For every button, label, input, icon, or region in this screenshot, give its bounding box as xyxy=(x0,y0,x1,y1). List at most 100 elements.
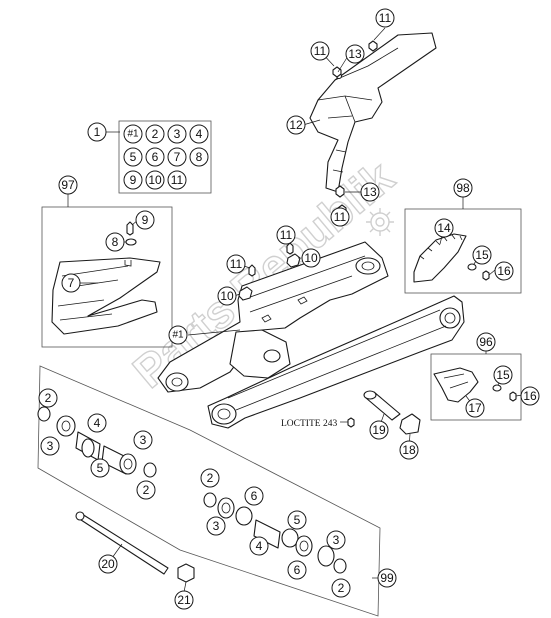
svg-text:8: 8 xyxy=(196,150,203,164)
svg-text:6: 6 xyxy=(294,563,301,577)
svg-text:11: 11 xyxy=(314,44,327,58)
svg-text:2: 2 xyxy=(143,483,150,497)
callout-16-top: 16 xyxy=(494,261,514,281)
svg-text:2: 2 xyxy=(207,471,214,485)
svg-text:17: 17 xyxy=(468,401,482,415)
svg-text:2: 2 xyxy=(338,581,345,595)
clip-10-mid xyxy=(286,253,301,268)
callout-18: 18 xyxy=(399,440,419,460)
callout-14: 14 xyxy=(434,218,454,238)
cap-18 xyxy=(399,413,421,435)
legend-11: 11 xyxy=(167,170,187,190)
pivot-pin xyxy=(363,390,401,421)
callout-3-right-b: 3 xyxy=(326,530,346,550)
sprocket-guard xyxy=(413,233,467,283)
svg-text:98: 98 xyxy=(456,181,470,195)
callout-1: 1 xyxy=(87,122,107,142)
svg-text:11: 11 xyxy=(230,257,243,271)
svg-text:21: 21 xyxy=(177,593,191,607)
callout-16-bottom: 16 xyxy=(520,386,540,406)
legend-10: 10 xyxy=(145,170,165,190)
loctite-note: LOCTITE 243 xyxy=(281,419,337,429)
callout-2-left-a: 2 xyxy=(38,388,58,408)
callout-12: 12 xyxy=(286,115,306,135)
svg-text:10: 10 xyxy=(304,251,318,265)
bearing-stack-right xyxy=(203,492,347,574)
svg-text:7: 7 xyxy=(174,150,181,164)
svg-text:9: 9 xyxy=(142,213,149,227)
callout-3-left-b: 3 xyxy=(133,430,153,450)
screw-11-left xyxy=(332,66,342,78)
callout-2-right-a: 2 xyxy=(200,468,220,488)
callout-20: 20 xyxy=(98,554,118,574)
svg-text:20: 20 xyxy=(101,557,115,571)
callout-97: 97 xyxy=(58,175,78,195)
svg-text:15: 15 xyxy=(496,368,510,382)
clip-10-left xyxy=(238,286,253,301)
callout-4-right: 4 xyxy=(249,536,269,556)
svg-text:4: 4 xyxy=(196,127,203,141)
kit-legend-box xyxy=(118,120,212,194)
washer-15-top xyxy=(467,263,477,271)
callout-15-top: 15 xyxy=(472,245,492,265)
callout-11-mid: 11 xyxy=(276,225,296,245)
svg-text:11: 11 xyxy=(379,11,392,25)
svg-text:99: 99 xyxy=(380,571,394,585)
bearing-stack-left xyxy=(37,406,157,478)
callout-11-left2: 11 xyxy=(226,254,246,274)
legend-#1: #1 xyxy=(123,124,143,144)
svg-text:11: 11 xyxy=(280,228,293,242)
callout-11-top: 11 xyxy=(375,8,395,28)
svg-text:97: 97 xyxy=(61,178,75,192)
callout-10-left: 10 xyxy=(217,286,237,306)
screw-16-bottom xyxy=(509,391,517,402)
callout-6-right-a: 6 xyxy=(244,486,264,506)
svg-text:11: 11 xyxy=(334,210,347,224)
callout-5-left: 5 xyxy=(90,458,110,478)
callout-21: 21 xyxy=(174,590,194,610)
svg-text:10: 10 xyxy=(220,289,234,303)
callout-98: 98 xyxy=(453,178,473,198)
callout-2-left-b: 2 xyxy=(136,480,156,500)
svg-text:15: 15 xyxy=(475,248,489,262)
svg-text:4: 4 xyxy=(256,539,263,553)
swingarm xyxy=(157,241,465,429)
screw-9 xyxy=(126,221,134,236)
svg-text:#1: #1 xyxy=(172,330,184,341)
callout-#1-swingarm: #1 xyxy=(168,325,188,345)
callout-9: 9 xyxy=(135,210,155,230)
svg-text:1: 1 xyxy=(94,125,101,139)
legend-2: 2 xyxy=(145,124,165,144)
legend-9: 9 xyxy=(123,170,143,190)
svg-text:96: 96 xyxy=(479,335,493,349)
svg-text:13: 13 xyxy=(348,47,362,61)
svg-text:5: 5 xyxy=(97,461,104,475)
nut-13-bottom xyxy=(335,185,345,198)
callout-2-right-b: 2 xyxy=(331,578,351,598)
screw-11-left2 xyxy=(248,264,256,277)
legend-7: 7 xyxy=(167,147,187,167)
callout-15-bottom: 15 xyxy=(493,365,513,385)
kit-96-box xyxy=(430,353,522,421)
svg-text:6: 6 xyxy=(251,489,258,503)
svg-text:3: 3 xyxy=(213,519,220,533)
legend-3: 3 xyxy=(167,124,187,144)
svg-text:4: 4 xyxy=(94,416,101,430)
svg-text:18: 18 xyxy=(402,443,416,457)
screw-16-top xyxy=(482,270,490,281)
svg-text:7: 7 xyxy=(68,276,75,290)
svg-text:9: 9 xyxy=(130,173,137,187)
callout-17: 17 xyxy=(465,398,485,418)
kit-99-box xyxy=(37,365,381,617)
chain-slider xyxy=(51,257,161,335)
callout-96: 96 xyxy=(476,332,496,352)
callout-11-bottom: 11 xyxy=(330,207,350,227)
svg-text:16: 16 xyxy=(497,264,511,278)
svg-text:8: 8 xyxy=(112,235,119,249)
kit-97-box xyxy=(41,206,173,348)
legend-5: 5 xyxy=(123,147,143,167)
callout-7: 7 xyxy=(61,273,81,293)
callout-13-top: 13 xyxy=(345,44,365,64)
svg-text:#1: #1 xyxy=(127,129,139,140)
